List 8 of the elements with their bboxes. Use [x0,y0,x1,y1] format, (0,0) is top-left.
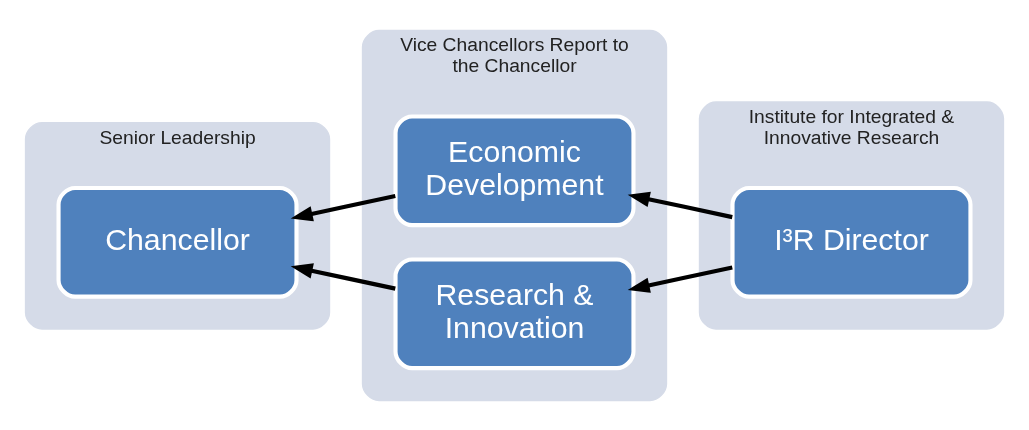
node-box: Research & Innovation [393,256,636,370]
arrow [290,193,396,221]
node-box: Economic Development [393,113,636,227]
node-box: I³R Director [730,185,973,299]
arrow [627,191,733,219]
arrow [627,265,733,293]
arrow [290,262,396,291]
node-box: Chancellor [56,185,299,299]
